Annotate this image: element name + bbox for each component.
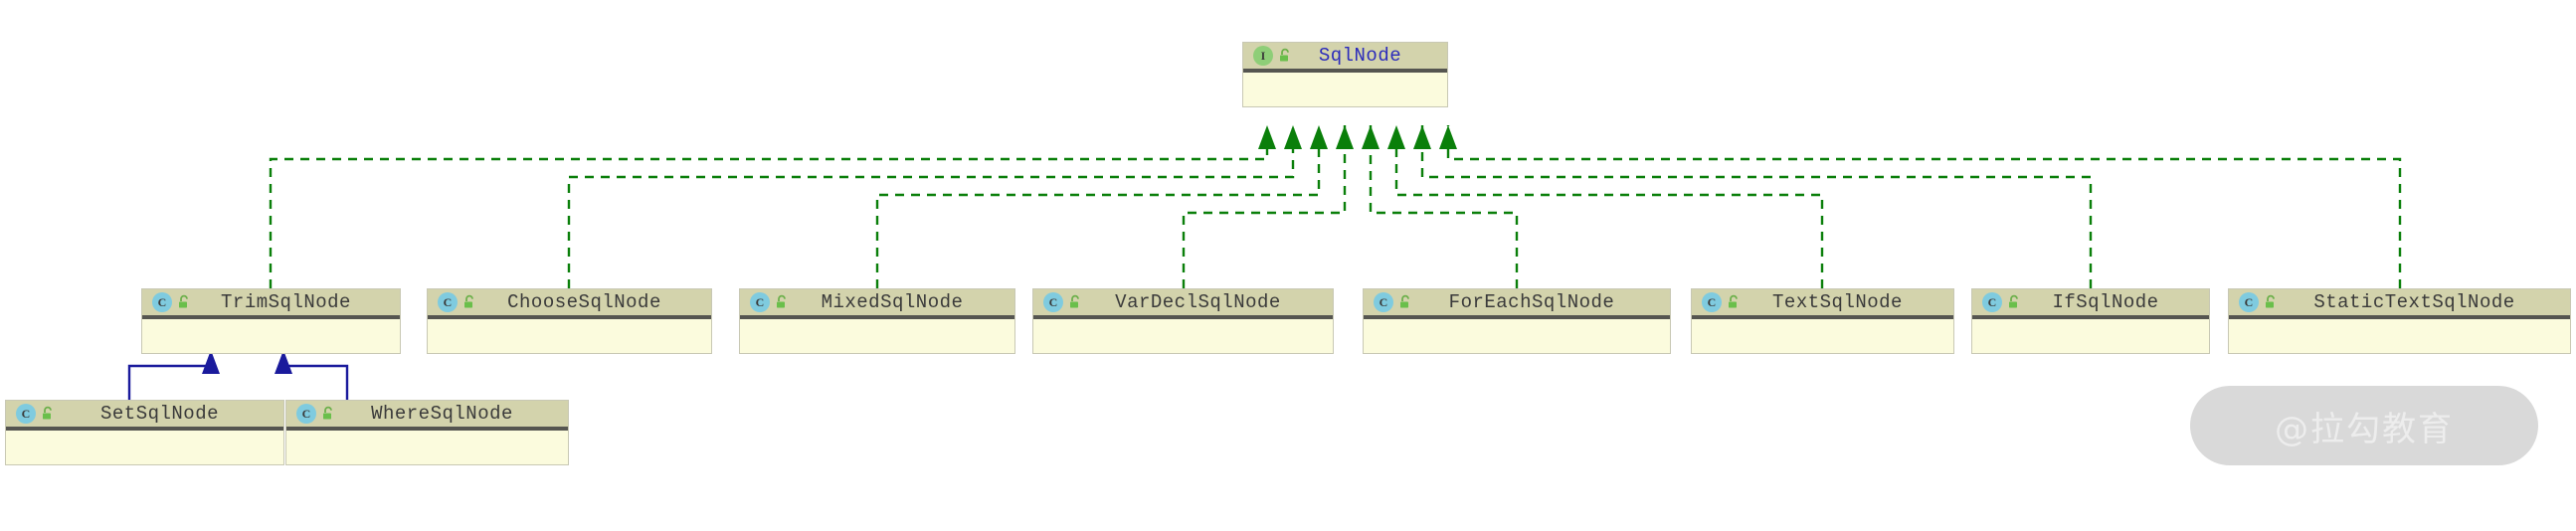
class-badge-icon: C (1374, 292, 1393, 312)
node-title: TrimSqlNode (221, 291, 351, 313)
node-members-compartment (2229, 319, 2570, 353)
uml-node-textsqlnode[interactable]: C TextSqlNode (1691, 288, 1954, 354)
uml-node-setsqlnode[interactable]: C SetSqlNode (5, 400, 284, 465)
node-header: C IfSqlNode (1972, 289, 2209, 319)
edge-setsqlnode-trimsqlnode (127, 364, 213, 400)
uml-node-trimsqlnode[interactable]: C TrimSqlNode (141, 288, 401, 354)
edge-choosesqlnode-sqlnode (567, 125, 1295, 288)
node-title: SqlNode (1318, 45, 1402, 67)
edge-foreachsqlnode-sqlnode (1369, 125, 1519, 288)
node-title: StaticTextSqlNode (2313, 291, 2515, 313)
unlock-icon (176, 294, 192, 310)
node-title: SetSqlNode (99, 403, 220, 425)
node-header: C TrimSqlNode (142, 289, 400, 319)
uml-node-statictextsqlnode[interactable]: C StaticTextSqlNode (2228, 288, 2571, 354)
uml-node-ifsqlnode[interactable]: C IfSqlNode (1971, 288, 2210, 354)
unlock-icon (2006, 294, 2022, 310)
watermark-text: @拉勾教育 (2275, 409, 2454, 449)
unlock-icon (1397, 294, 1413, 310)
edge-statictextsqlnode-sqlnode (1446, 125, 2402, 288)
class-badge-icon: C (1982, 292, 2002, 312)
node-members-compartment (1692, 319, 1953, 353)
unlock-icon (1067, 294, 1083, 310)
edge-vardeclsqlnode-sqlnode (1182, 125, 1347, 288)
node-title: ForEachSqlNode (1448, 291, 1615, 313)
node-header: C WhereSqlNode (286, 401, 568, 431)
interface-badge-icon: I (1253, 46, 1273, 66)
edge-trimsqlnode-sqlnode (269, 125, 1269, 288)
class-badge-icon: C (2239, 292, 2259, 312)
node-header: C ForEachSqlNode (1364, 289, 1670, 319)
node-members-compartment (428, 319, 711, 353)
unlock-icon (320, 406, 336, 422)
unlock-icon (774, 294, 790, 310)
node-header: C SetSqlNode (6, 401, 283, 431)
unlock-icon (2263, 294, 2279, 310)
node-header: I SqlNode (1243, 43, 1447, 73)
node-members-compartment (1972, 319, 2209, 353)
node-members-compartment (740, 319, 1014, 353)
node-header: C MixedSqlNode (740, 289, 1014, 319)
unlock-icon (1726, 294, 1742, 310)
unlock-icon (40, 406, 56, 422)
node-members-compartment (142, 319, 400, 353)
class-badge-icon: C (296, 404, 316, 424)
node-members-compartment (1364, 319, 1670, 353)
edge-wheresqlnode-trimsqlnode (281, 364, 349, 400)
realization-arrowheads (1258, 125, 1457, 149)
unlock-icon (1277, 48, 1293, 64)
uml-node-sqlnode[interactable]: I SqlNode (1242, 42, 1448, 107)
node-title: MixedSqlNode (821, 291, 964, 313)
node-title: IfSqlNode (2052, 291, 2159, 313)
uml-node-mixedsqlnode[interactable]: C MixedSqlNode (739, 288, 1015, 354)
node-header: C VarDeclSqlNode (1033, 289, 1333, 319)
edge-mixedsqlnode-sqlnode (875, 125, 1321, 288)
watermark: @拉勾教育 (2190, 386, 2538, 465)
class-badge-icon: C (438, 292, 458, 312)
uml-node-vardeclsqlnode[interactable]: C VarDeclSqlNode (1032, 288, 1334, 354)
node-members-compartment (286, 431, 568, 464)
unlock-icon (461, 294, 477, 310)
edge-textsqlnode-sqlnode (1394, 125, 1824, 288)
node-members-compartment (6, 431, 283, 464)
node-title: ChooseSqlNode (507, 291, 661, 313)
node-header: C TextSqlNode (1692, 289, 1953, 319)
uml-node-wheresqlnode[interactable]: C WhereSqlNode (285, 400, 569, 465)
node-header: C StaticTextSqlNode (2229, 289, 2570, 319)
node-title: WhereSqlNode (371, 403, 513, 425)
uml-node-foreachsqlnode[interactable]: C ForEachSqlNode (1363, 288, 1671, 354)
class-badge-icon: C (1043, 292, 1063, 312)
node-members-compartment (1033, 319, 1333, 353)
class-badge-icon: C (152, 292, 172, 312)
class-badge-icon: C (1702, 292, 1722, 312)
node-title: VarDeclSqlNode (1115, 291, 1281, 313)
class-badge-icon: C (16, 404, 36, 424)
uml-node-choosesqlnode[interactable]: C ChooseSqlNode (427, 288, 712, 354)
class-badge-icon: C (750, 292, 770, 312)
edge-ifsqlnode-sqlnode (1420, 125, 2093, 288)
node-title: TextSqlNode (1772, 291, 1903, 313)
node-members-compartment (1243, 73, 1447, 106)
node-header: C ChooseSqlNode (428, 289, 711, 319)
